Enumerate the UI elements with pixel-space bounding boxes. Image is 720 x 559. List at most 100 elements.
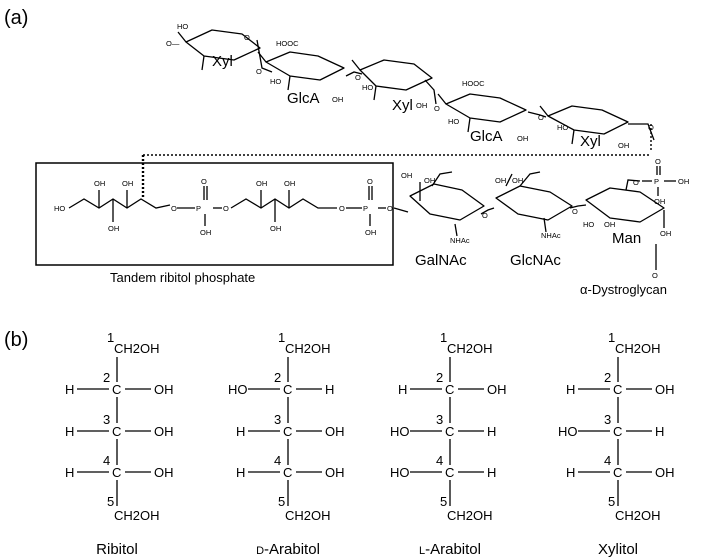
sugar-man: Man bbox=[612, 230, 641, 247]
left-substituent: H bbox=[398, 382, 407, 397]
left-substituent: H bbox=[65, 382, 74, 397]
right-substituent: OH bbox=[154, 382, 174, 397]
o-label: O bbox=[256, 67, 262, 76]
carbon-number: 4 bbox=[274, 453, 281, 468]
left-substituent: HO bbox=[228, 382, 248, 397]
oh-label: OH bbox=[108, 224, 119, 233]
ribitol-chain-labels: HO OH OH OH O O P OH O OH OH OH O O P OH… bbox=[54, 177, 393, 237]
oh-label: OH bbox=[284, 179, 295, 188]
carbon-atom: C bbox=[445, 382, 454, 397]
carbon-number: 4 bbox=[436, 453, 443, 468]
o-label: O bbox=[367, 177, 373, 186]
ho-label: HO bbox=[557, 123, 568, 132]
compound-name: Ribitol bbox=[96, 541, 138, 558]
sugar-xyl: Xyl bbox=[212, 53, 233, 70]
compound-name: Xylitol bbox=[598, 541, 638, 558]
left-substituent: HO bbox=[390, 465, 410, 480]
sugar-glca: GlcA bbox=[287, 90, 320, 107]
ho-label: HO bbox=[270, 77, 281, 86]
ribitol-phosphate-chain bbox=[68, 186, 409, 226]
carbon-atom: C bbox=[445, 465, 454, 480]
oh-label: OH bbox=[94, 179, 105, 188]
right-substituent: OH bbox=[655, 382, 675, 397]
dystroglycan-label: α-Dystroglycan bbox=[580, 282, 667, 297]
sugar-glcnac: GlcNAc bbox=[510, 252, 561, 269]
oh-label: OH bbox=[424, 176, 435, 185]
ring-bond bbox=[351, 59, 361, 71]
right-substituent: H bbox=[487, 424, 496, 439]
ch2oh-bottom: CH2OH bbox=[285, 508, 331, 523]
carbon-number: 4 bbox=[103, 453, 110, 468]
methoxy-label: O— bbox=[166, 39, 180, 48]
carbon-atom: C bbox=[445, 424, 454, 439]
right-substituent: OH bbox=[154, 424, 174, 439]
oh-label: OH bbox=[401, 171, 412, 180]
o-label: O bbox=[572, 207, 578, 216]
right-substituent: OH bbox=[487, 382, 507, 397]
ch2oh-bottom: CH2OH bbox=[615, 508, 661, 523]
o-label: O bbox=[434, 104, 440, 113]
hooc-label: HOOC bbox=[462, 79, 485, 88]
carbon-number: 3 bbox=[436, 412, 443, 427]
ho-label: HO bbox=[54, 204, 65, 213]
ch2oh-top: CH2OH bbox=[615, 341, 661, 356]
carbon-atom: C bbox=[283, 424, 292, 439]
left-substituent: H bbox=[236, 465, 245, 480]
panel-a-label: (a) bbox=[4, 7, 28, 29]
compound-name: D-Arabitol bbox=[256, 541, 320, 558]
left-substituent: H bbox=[65, 465, 74, 480]
right-substituent: H bbox=[487, 465, 496, 480]
left-substituent: H bbox=[65, 424, 74, 439]
hooc-label: HOOC bbox=[276, 39, 299, 48]
oh-label: OH bbox=[332, 95, 343, 104]
carbon-number: 5 bbox=[107, 494, 114, 509]
ch2oh-top: CH2OH bbox=[285, 341, 331, 356]
glycosidic-bonds bbox=[141, 39, 655, 198]
ch2oh-top: CH2OH bbox=[114, 341, 160, 356]
carbon-atom: C bbox=[613, 465, 622, 480]
ho-label: HO bbox=[362, 83, 373, 92]
o-label: O bbox=[387, 204, 393, 213]
o-label: O bbox=[648, 123, 654, 132]
ch2oh-bottom: CH2OH bbox=[114, 508, 160, 523]
oh-label: OH bbox=[654, 197, 665, 206]
ho-label: HO bbox=[583, 220, 594, 229]
oh-label: OH bbox=[122, 179, 133, 188]
sugar-xyl: Xyl bbox=[580, 133, 601, 150]
right-substituent: H bbox=[655, 424, 664, 439]
carbon-atom: C bbox=[613, 424, 622, 439]
carbon-number: 5 bbox=[278, 494, 285, 509]
compound-name: L-Arabitol bbox=[419, 541, 481, 558]
ring-bond bbox=[539, 105, 549, 117]
carbon-atom: C bbox=[112, 382, 121, 397]
oh-label: OH bbox=[678, 177, 689, 186]
o-label: O bbox=[244, 33, 250, 42]
p-label: P bbox=[654, 177, 659, 186]
left-substituent: H bbox=[566, 382, 575, 397]
oh-label: OH bbox=[512, 176, 523, 185]
right-substituent: OH bbox=[325, 424, 345, 439]
carbon-atom: C bbox=[283, 465, 292, 480]
carbon-number: 1 bbox=[107, 330, 114, 345]
carbon-number: 1 bbox=[278, 330, 285, 345]
top-chain-sugar-names: Xyl GlcA Xyl GlcA Xyl bbox=[212, 53, 601, 150]
right-substituent: OH bbox=[325, 465, 345, 480]
box-caption: Tandem ribitol phosphate bbox=[110, 270, 255, 285]
ring-bond bbox=[287, 75, 291, 91]
carbon-number: 5 bbox=[440, 494, 447, 509]
o-label: O bbox=[633, 178, 639, 187]
carbon-number: 3 bbox=[274, 412, 281, 427]
carbon-number: 2 bbox=[274, 370, 281, 385]
o-label: O bbox=[355, 73, 361, 82]
ring-bond bbox=[201, 55, 205, 71]
o-label: O bbox=[655, 157, 661, 166]
o-label: O bbox=[201, 177, 207, 186]
carbon-number: 1 bbox=[608, 330, 615, 345]
oh-label: OH bbox=[495, 176, 506, 185]
ho-label: HO bbox=[448, 117, 459, 126]
